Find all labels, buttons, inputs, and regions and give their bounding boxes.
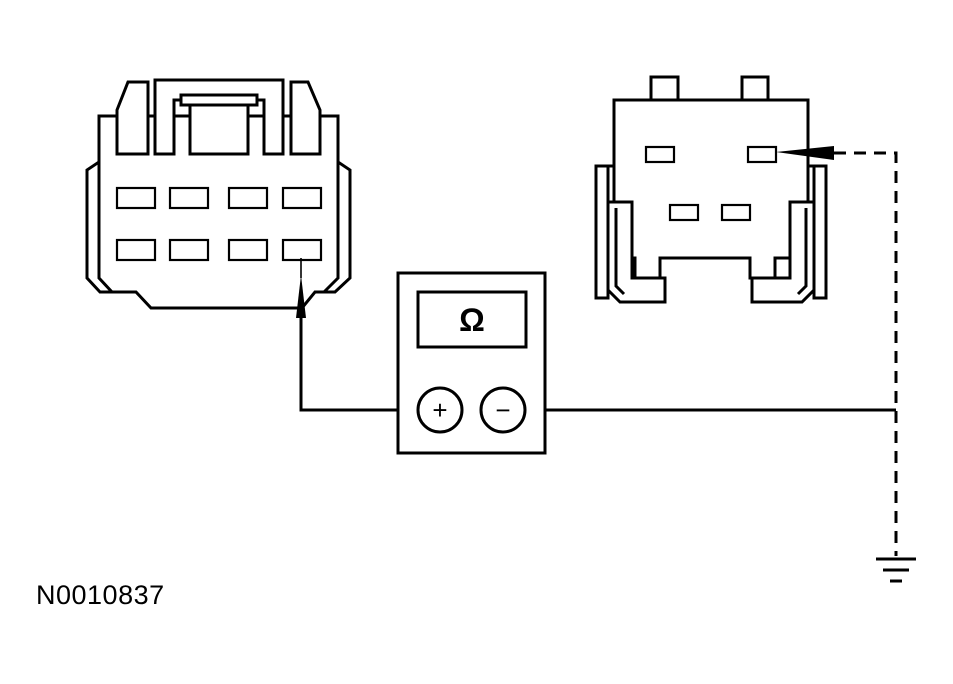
left-connector-pin	[227, 186, 269, 210]
positive-terminal-label: +	[432, 395, 447, 425]
ohmmeter: Ω + −	[396, 271, 547, 455]
positive-terminal	[416, 386, 464, 434]
right-probe-tip	[776, 146, 834, 160]
left-connector-pin	[227, 238, 269, 262]
left-connector-pin-probed	[281, 238, 323, 262]
ground-jumper-wire-dashed	[834, 151, 898, 556]
left-probe	[296, 258, 306, 318]
left-connector-pin	[168, 186, 210, 210]
right-connector-pin	[720, 203, 752, 222]
right-connector-lug-right	[740, 75, 770, 100]
left-connector	[85, 78, 352, 310]
ground-symbol-icon	[876, 557, 916, 583]
right-connector-foot-left	[606, 200, 667, 304]
left-connector-lock-tab-top	[179, 93, 259, 107]
left-connector-inner-wall	[97, 162, 340, 294]
left-connector-pin	[281, 186, 323, 210]
left-connector-lock-tab	[188, 98, 250, 156]
right-connector-pin-probed	[746, 145, 778, 164]
right-probe	[776, 146, 834, 160]
negative-terminal	[479, 386, 527, 434]
right-connector-lug-left	[649, 75, 680, 100]
ohmmeter-display	[416, 290, 528, 349]
left-connector-latch-right	[289, 80, 322, 156]
left-probe-tip	[296, 275, 306, 318]
figure-id-label: N0010837	[36, 580, 165, 610]
left-connector-pin	[115, 186, 157, 210]
left-connector-pin	[168, 238, 210, 262]
right-connector-pin	[668, 203, 700, 222]
right-connector	[594, 75, 828, 304]
right-connector-foot-right	[750, 200, 816, 304]
right-connector-body	[612, 98, 810, 280]
left-connector-pin	[115, 238, 157, 262]
positive-lead-wire	[299, 318, 418, 412]
left-connector-latch-left	[115, 80, 150, 156]
right-connector-pin	[644, 145, 676, 164]
negative-terminal-label: −	[495, 395, 510, 425]
ohmmeter-display-symbol: Ω	[459, 302, 485, 338]
